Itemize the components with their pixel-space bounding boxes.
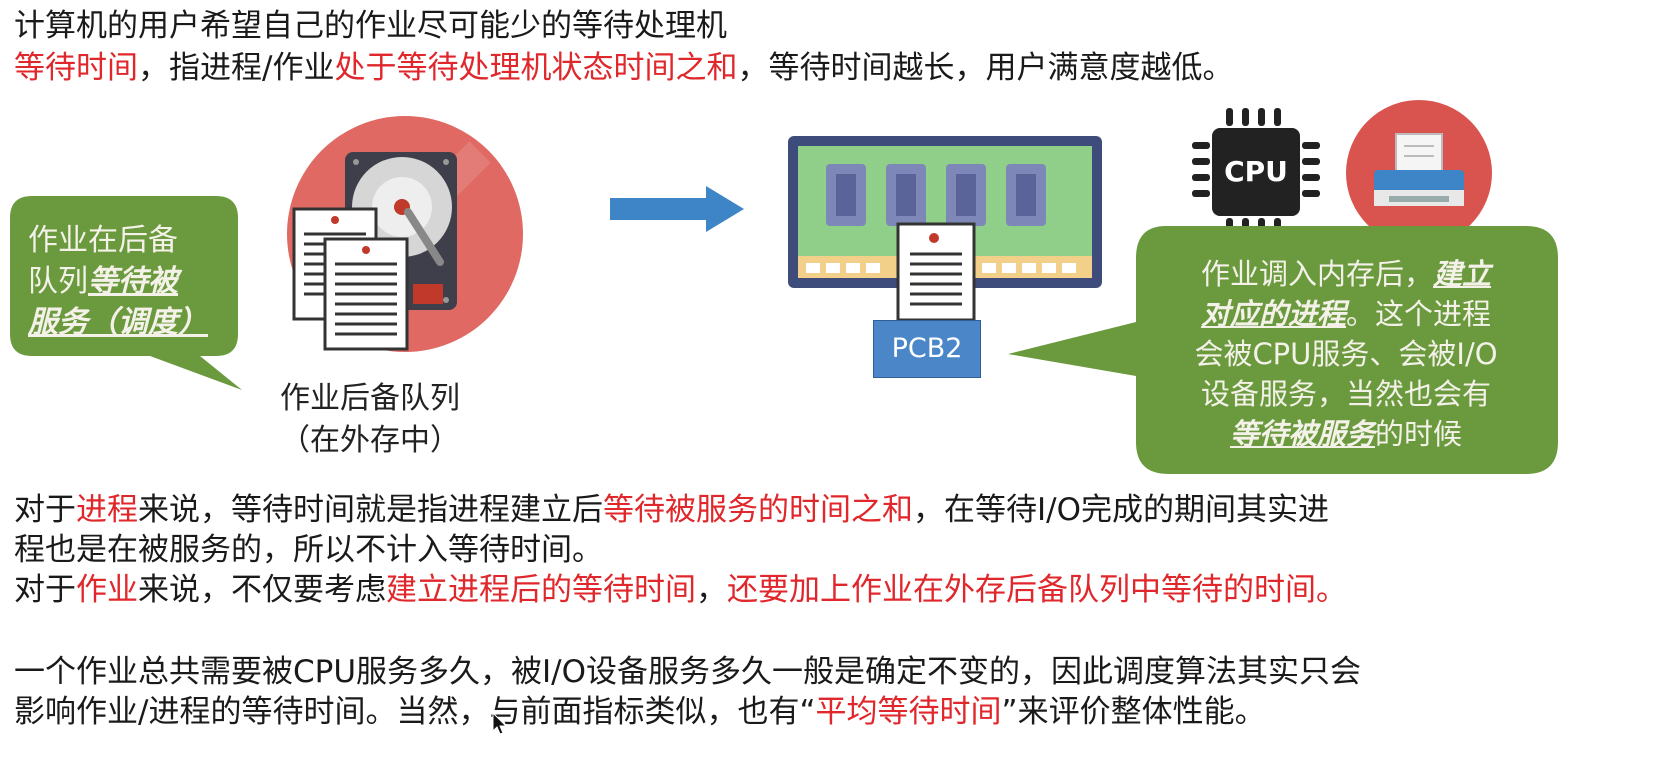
body-seg: 影响作业/进程的等待时间。当然，与前面指标类似，也有“ <box>14 694 816 730</box>
process-paragraph-line-1: 对于进程来说，等待时间就是指进程建立后等待被服务的时间之和，在等待I/O完成的期… <box>14 490 1329 530</box>
right-bubble-text: 作业调入内存后，建立 对应的进程。这个进程 会被CPU服务、会被I/O 设备服务… <box>1138 254 1554 454</box>
body-seg: 还要加上作业在外存后备队列中等待的时间。 <box>727 572 1347 608</box>
process-paragraph-line-2: 程也是在被服务的，所以不计入等待时间。 <box>14 532 603 568</box>
body-seg: 来说，不仅要考虑 <box>138 572 386 608</box>
right-speech-bubble <box>1006 226 1562 482</box>
mouse-cursor-icon <box>492 712 508 736</box>
intro-line-1: 计算机的用户希望自己的作业尽可能少的等待处理机 <box>14 8 727 44</box>
hard-disk-queue-illustration <box>280 112 530 362</box>
queue-caption: 作业后备队列 （在外存中） <box>265 378 475 462</box>
right-bubble-plain: 作业调入内存后， <box>1200 257 1433 291</box>
queue-caption-line: 作业后备队列 <box>280 381 460 416</box>
body-seg: ， <box>696 572 727 608</box>
body-seg: 对于 <box>14 572 76 608</box>
body-seg: 等待被服务的时间之和 <box>603 492 913 528</box>
right-bubble-line: 会被CPU服务、会被I/O <box>1194 337 1498 371</box>
right-arrow-icon <box>610 186 746 232</box>
right-bubble-line: 等待被服务的时候 <box>1138 414 1554 454</box>
left-bubble-line: 作业在后备 <box>28 223 178 258</box>
queue-caption-line: （在外存中） <box>280 423 460 458</box>
right-bubble-line: 设备服务，当然也会有 <box>1200 377 1491 411</box>
right-bubble-line: 对应的进程。这个进程 <box>1138 294 1554 334</box>
body-seg: 平均等待时间 <box>815 694 1002 730</box>
right-bubble-plain: 。这个进程 <box>1346 297 1492 331</box>
left-bubble-line: 队列等待被 <box>28 261 208 302</box>
intro-seg: ，指进程/作业 <box>138 50 335 86</box>
left-bubble-emphasis: 等待被 <box>88 264 178 299</box>
pcb-label-box: PCB2 <box>873 320 981 378</box>
job-paragraph-line: 对于作业来说，不仅要考虑建立进程后的等待时间，还要加上作业在外存后备队列中等待的… <box>14 570 1347 610</box>
body-seg: ，在等待I/O完成的期间其实进 <box>913 492 1329 528</box>
summary-paragraph-line-2: 影响作业/进程的等待时间。当然，与前面指标类似，也有“平均等待时间”来评价整体性… <box>14 692 1266 732</box>
intro-seg: 等待时间 <box>14 50 138 86</box>
right-bubble-emphasis: 对应的进程 <box>1200 297 1346 331</box>
right-bubble-plain: 的时候 <box>1375 417 1463 451</box>
left-bubble-text: 作业在后备 队列等待被 服务（调度） <box>28 220 208 343</box>
left-bubble-emphasis: 服务（调度） <box>28 305 208 340</box>
intro-seg: 处于等待处理机状态时间之和 <box>334 50 738 86</box>
body-seg: 作业 <box>76 572 138 608</box>
left-speech-bubble <box>10 196 250 396</box>
body-seg: 来说，等待时间就是指进程建立后 <box>138 492 603 528</box>
printer-io-icon <box>1344 98 1494 248</box>
intro-line-2: 等待时间，指进程/作业处于等待处理机状态时间之和，等待时间越长，用户满意度越低。 <box>14 48 1233 88</box>
right-bubble-line: 作业调入内存后，建立 <box>1138 254 1554 294</box>
body-seg: ”来评价整体性能。 <box>1001 694 1266 730</box>
body-seg: 建立进程后的等待时间 <box>386 572 696 608</box>
right-bubble-emphasis: 建立 <box>1433 257 1492 291</box>
body-seg: 对于 <box>14 492 76 528</box>
cpu-chip-label: CPU <box>1224 155 1288 188</box>
cpu-chip-icon <box>1192 108 1320 236</box>
summary-paragraph-line-1: 一个作业总共需要被CPU服务多久，被I/O设备服务多久一般是确定不变的，因此调度… <box>14 654 1362 690</box>
left-bubble-plain: 队列 <box>28 264 88 299</box>
body-seg: 进程 <box>76 492 138 528</box>
right-bubble-emphasis: 等待被服务 <box>1229 417 1375 451</box>
intro-seg: ，等待时间越长，用户满意度越低。 <box>737 50 1234 86</box>
pcb-document-icon <box>896 222 976 322</box>
